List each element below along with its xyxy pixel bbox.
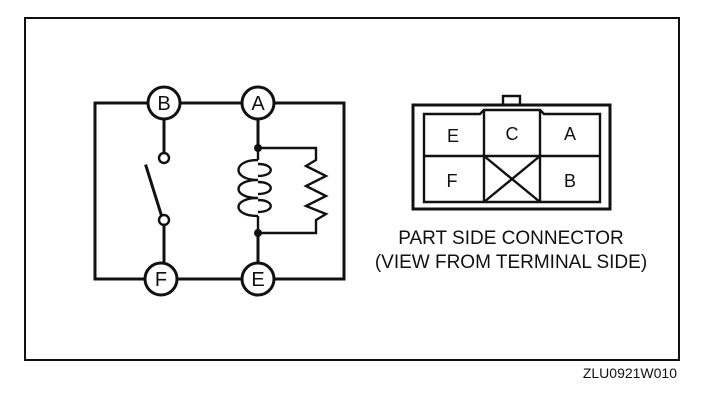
terminal-f-label: F bbox=[155, 269, 167, 291]
cell-label-e: E bbox=[447, 126, 459, 146]
switch-upper-contact bbox=[157, 151, 171, 165]
coil-loop-2 bbox=[257, 180, 272, 196]
figure-code: ZLU0921W010 bbox=[583, 365, 677, 381]
terminal-e-circle bbox=[240, 261, 276, 297]
terminal-e: E bbox=[240, 261, 276, 297]
cell-label-f: F bbox=[447, 171, 458, 191]
connector-housing bbox=[411, 103, 612, 211]
cell-label-a: A bbox=[564, 124, 576, 144]
switch-blade bbox=[144, 164, 163, 216]
terminal-b-label: B bbox=[157, 93, 170, 115]
connector-caption-line-2: (VIEW FROM TERMINAL SIDE) bbox=[375, 252, 647, 273]
figure-frame bbox=[24, 17, 680, 361]
connector-caption-line-1: PART SIDE CONNECTOR bbox=[398, 228, 624, 249]
cell-label-c: C bbox=[506, 124, 519, 144]
coil bbox=[237, 148, 260, 233]
wire-left-loop bbox=[93, 101, 150, 281]
terminal-a: A bbox=[240, 85, 276, 121]
terminal-f-circle bbox=[143, 261, 179, 297]
relay-circuit: B A F E bbox=[93, 85, 346, 297]
terminal-e-label: E bbox=[251, 269, 264, 291]
connector: E C A F B bbox=[411, 94, 612, 211]
connector-inner-outline bbox=[422, 108, 602, 204]
terminal-b: B bbox=[146, 85, 182, 121]
coil-resistor-branch bbox=[237, 118, 329, 264]
terminal-a-circle bbox=[240, 85, 276, 121]
terminal-a-label: A bbox=[251, 93, 265, 115]
wire-right-loop bbox=[272, 101, 346, 281]
terminal-f: F bbox=[143, 261, 179, 297]
resistor bbox=[258, 146, 329, 235]
empty-cavity-cross-2 bbox=[483, 155, 541, 203]
coil-loop-1 bbox=[257, 162, 272, 178]
coil-loop-3 bbox=[257, 198, 272, 214]
switch bbox=[144, 118, 171, 264]
cell-label-b: B bbox=[564, 171, 576, 191]
connector-latch bbox=[501, 94, 522, 105]
terminal-b-circle bbox=[146, 85, 182, 121]
